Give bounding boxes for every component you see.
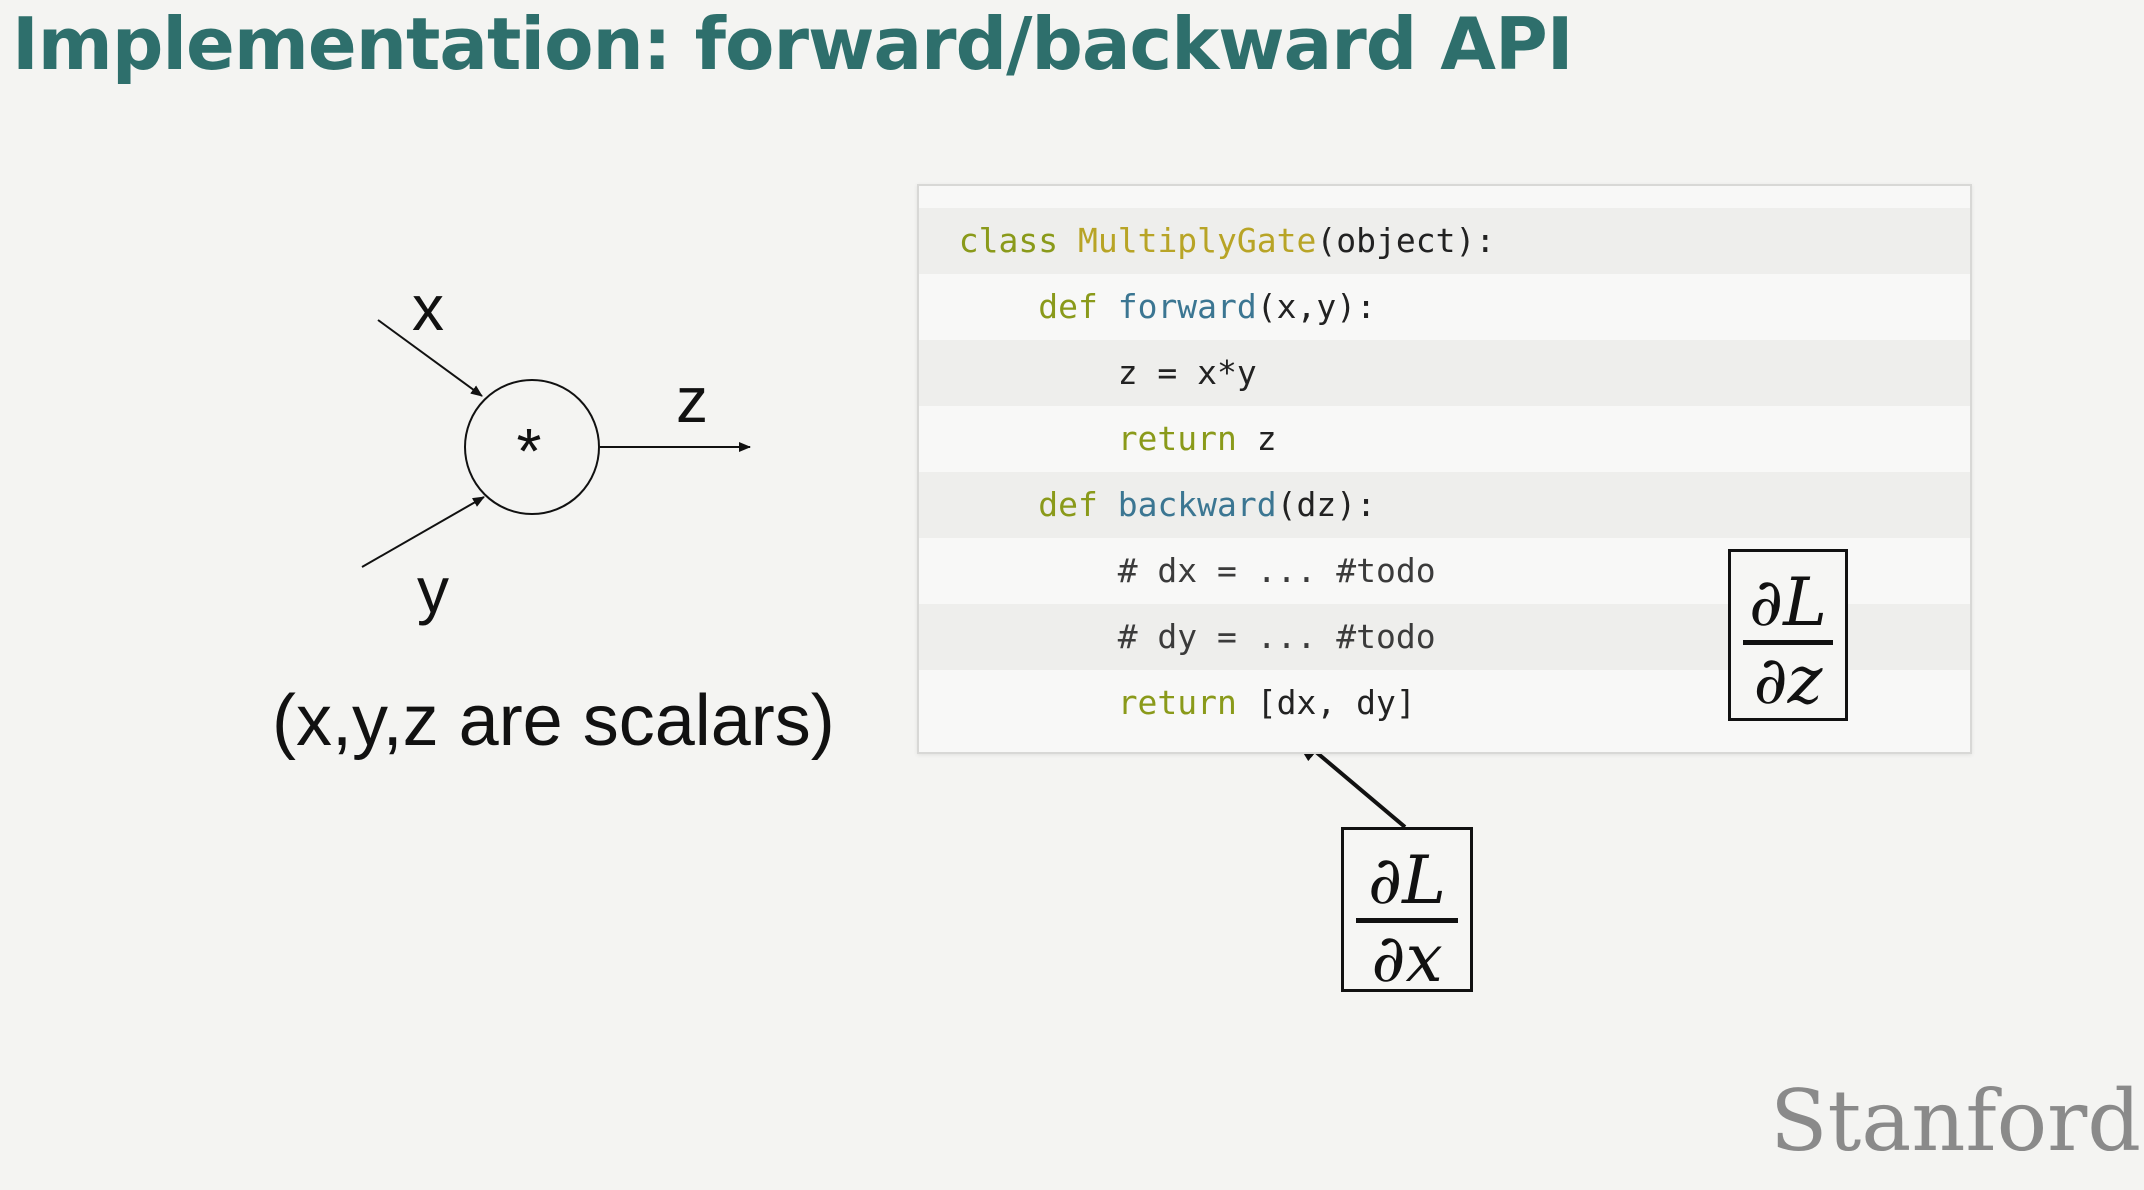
code-line-dx-comment: # dx = ... #todo: [919, 538, 1970, 604]
dL-dx-denominator: ∂x: [1371, 920, 1443, 997]
code-line-return-grads: return [dx, dy]: [919, 670, 1970, 736]
slide-title: Implementation: forward/backward API: [12, 2, 1574, 86]
code-line-forward: def forward(x,y):: [919, 274, 1970, 340]
multiply-operator-label: *: [517, 415, 542, 487]
y-label: y: [417, 554, 449, 626]
code-keyword: class: [958, 221, 1059, 260]
code-line-return-z: return z: [919, 406, 1970, 472]
y-input-edge: [361, 496, 485, 568]
code-text: z = x*y: [1117, 353, 1257, 392]
dL-dx-box: ∂L ∂x: [1341, 827, 1473, 997]
code-keyword: def: [1038, 287, 1098, 326]
code-text: (x,y):: [1256, 287, 1376, 326]
dL-dz-box: ∂L ∂z: [1728, 549, 1848, 721]
code-text: [dx, dy]: [1236, 683, 1416, 722]
fraction-bar: [1743, 640, 1833, 645]
scalars-note: (x,y,z are scalars): [272, 681, 835, 761]
code-comment: # dx = ... #todo: [1117, 551, 1436, 590]
code-line-backward: def backward(dz):: [919, 472, 1970, 538]
code-function-name: backward: [1117, 485, 1277, 524]
x-input-edge: [377, 319, 483, 397]
dL-dz-numerator: ∂L: [1749, 564, 1827, 641]
code-keyword: return: [1117, 683, 1237, 722]
code-line-assign: z = x*y: [919, 340, 1970, 406]
z-label: z: [676, 364, 708, 436]
x-label: x: [412, 272, 444, 344]
code-text: (object):: [1316, 221, 1496, 260]
code-keyword: def: [1038, 485, 1098, 524]
dL-dz-denominator: ∂z: [1753, 642, 1823, 719]
code-comment: # dy = ... #todo: [1117, 617, 1436, 656]
multiply-gate-node: [464, 379, 600, 515]
code-text: (dz):: [1276, 485, 1376, 524]
code-class-name: MultiplyGate: [1077, 221, 1317, 260]
dL-dx-numerator: ∂L: [1368, 842, 1446, 919]
code-line-class: class MultiplyGate(object):: [919, 208, 1970, 274]
code-keyword: return: [1117, 419, 1237, 458]
stanford-logo: Stanford: [1770, 1072, 2142, 1170]
code-text: z: [1236, 419, 1277, 458]
fraction-bar: [1356, 918, 1458, 923]
code-function-name: forward: [1117, 287, 1257, 326]
